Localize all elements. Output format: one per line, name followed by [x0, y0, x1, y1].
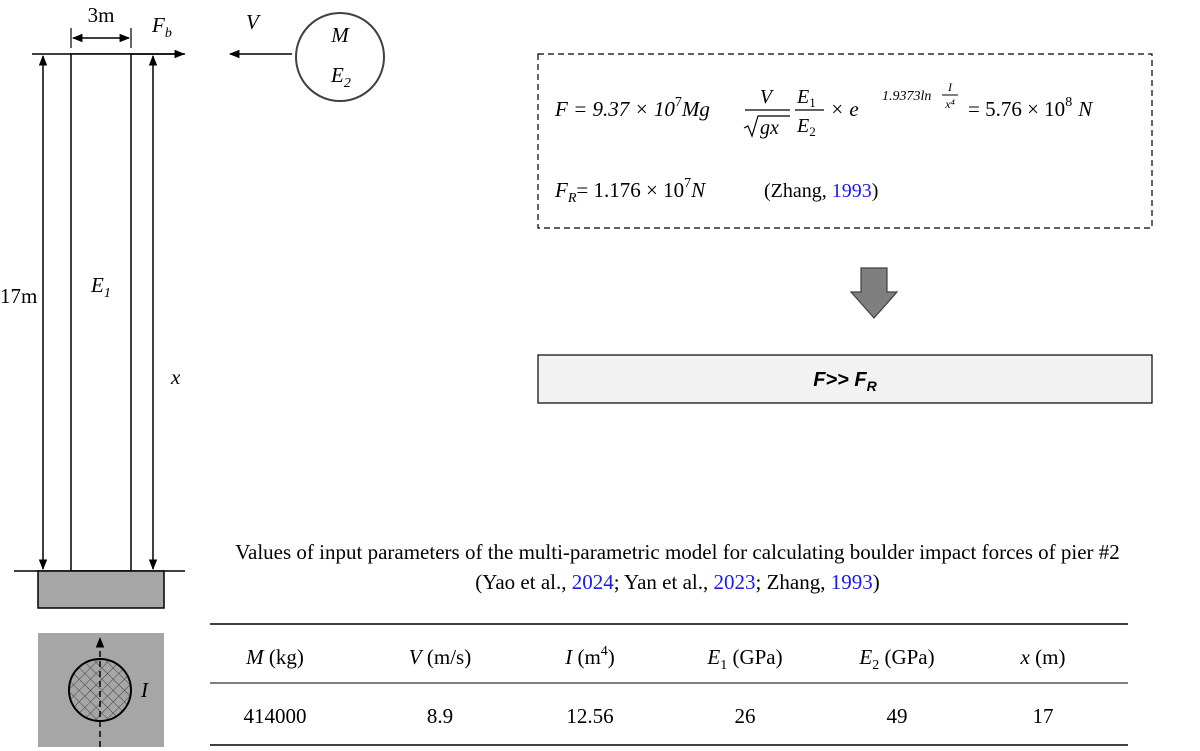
formula-result-exp: 8 [1065, 95, 1072, 110]
table-value-cell: 17 [1033, 704, 1054, 728]
pier-material-label: E [90, 273, 104, 297]
fr-cite-open: (Zhang, [764, 180, 832, 202]
caption-close: ) [872, 570, 880, 594]
force-label: F [151, 13, 165, 37]
conclusion-sub: R [867, 378, 878, 394]
table-value-cell: 12.56 [566, 704, 613, 728]
formula-e1-sub: 1 [809, 95, 816, 110]
conclusion-box: F>> FR [537, 354, 1153, 404]
fr-sub: R [567, 191, 577, 206]
conclusion-box-bg [537, 354, 1153, 404]
caption-open: (Yao et al., [475, 570, 572, 594]
fr-cite-year: 1993 [832, 180, 872, 202]
svg-text:F = 9.37 × 107Mg: F = 9.37 × 107Mg [554, 95, 710, 121]
formula-exp: 7 [675, 95, 682, 110]
height-label: 17m [0, 284, 37, 308]
fr-cite-close: ) [872, 180, 879, 202]
formula-box-border [537, 53, 1153, 229]
formula-mg: Mg [681, 97, 710, 121]
boulder-mass-label: M [330, 23, 350, 47]
svg-text:FR= 1.176 × 107N: FR= 1.176 × 107N [554, 176, 706, 206]
table-value-cell: 49 [887, 704, 908, 728]
formula-lhs: F = 9.37 × 10 [554, 97, 675, 121]
parameter-table: M (kg) V (m/s) I (m4) E1 (GPa) E2 (GPa) x (m)… [210, 623, 1128, 746]
formula-box: F = 9.37 × 107Mg V gx E1 E2 × e 1.9373ln… [537, 53, 1153, 229]
down-arrow-icon [849, 267, 899, 319]
boulder-material-sub: 2 [344, 76, 351, 91]
boulder: V M E2 [228, 10, 385, 102]
boulder-circle [295, 12, 385, 102]
formula-frac-den: gx [760, 117, 779, 139]
table-header-cell: I (m4) [564, 644, 615, 669]
x-label: x [170, 365, 181, 389]
fr-unit: N [690, 178, 706, 202]
formula-result: = 5.76 × 10 [968, 97, 1065, 121]
caption-line2: (Yao et al., 2024; Yan et al., 2023; Zha… [155, 567, 1200, 597]
pier-material-sub: 1 [104, 286, 111, 301]
table-header-cell: M (kg) [245, 645, 304, 669]
caption-mid2: ; Zhang, [755, 570, 831, 594]
fr-lhs: F [554, 178, 568, 202]
formula-times-e: × e [830, 97, 859, 121]
svg-text:E1: E1 [796, 86, 816, 110]
conclusion-text: F>> F [813, 369, 867, 391]
velocity-label: V [246, 10, 261, 34]
formula-frac-num: V [760, 86, 775, 108]
svg-text:E1: E1 [90, 273, 111, 301]
formula-e1: E [796, 86, 809, 108]
formula-exp-frac-num: I [947, 80, 953, 94]
caption-year3[interactable]: 1993 [830, 570, 873, 594]
formula-exponent: 1.9373ln [882, 89, 931, 104]
svg-text:E2: E2 [330, 63, 351, 91]
pier-body [70, 53, 132, 572]
formula-e2-sub: 2 [809, 124, 816, 139]
svg-text:F>> FR: F>> FR [813, 369, 877, 394]
cross-section: I [38, 633, 164, 747]
table-value-cell: 8.9 [427, 704, 453, 728]
svg-text:E2: E2 [796, 115, 816, 139]
table-header-cell: V (m/s) [409, 645, 471, 669]
formula-exp-frac-den: x⁴ [944, 97, 955, 111]
caption-year2[interactable]: 2023 [713, 570, 756, 594]
boulder-material-label: E [330, 63, 344, 87]
table-header-cell: E1 (GPa) [706, 645, 782, 673]
svg-text:(Zhang, 1993): (Zhang, 1993) [764, 180, 878, 202]
fr-rhs: = 1.176 × 10 [576, 178, 684, 202]
table-header-cell: x (m) [1020, 645, 1066, 669]
inertia-label: I [140, 678, 149, 702]
caption-mid1: ; Yan et al., [613, 570, 714, 594]
svg-text:Fb: Fb [151, 13, 172, 41]
table-caption: Values of input parameters of the multi-… [155, 537, 1200, 597]
table-value-cell: 414000 [244, 704, 307, 728]
fr-exp: 7 [684, 176, 691, 191]
formula-result-unit: N [1077, 97, 1093, 121]
sqrt-icon [743, 115, 790, 138]
formula-e2: E [796, 115, 809, 137]
pier-diagram: 3m 17m E1 x Fb [0, 3, 186, 609]
caption-year1[interactable]: 2024 [571, 570, 614, 594]
caption-line1: Values of input parameters of the multi-… [235, 540, 1120, 564]
pier-footing [37, 570, 165, 609]
table-header-cell: E2 (GPa) [858, 645, 934, 673]
force-sub: b [165, 26, 172, 41]
table-value-cell: 26 [735, 704, 756, 728]
width-label: 3m [88, 3, 115, 27]
